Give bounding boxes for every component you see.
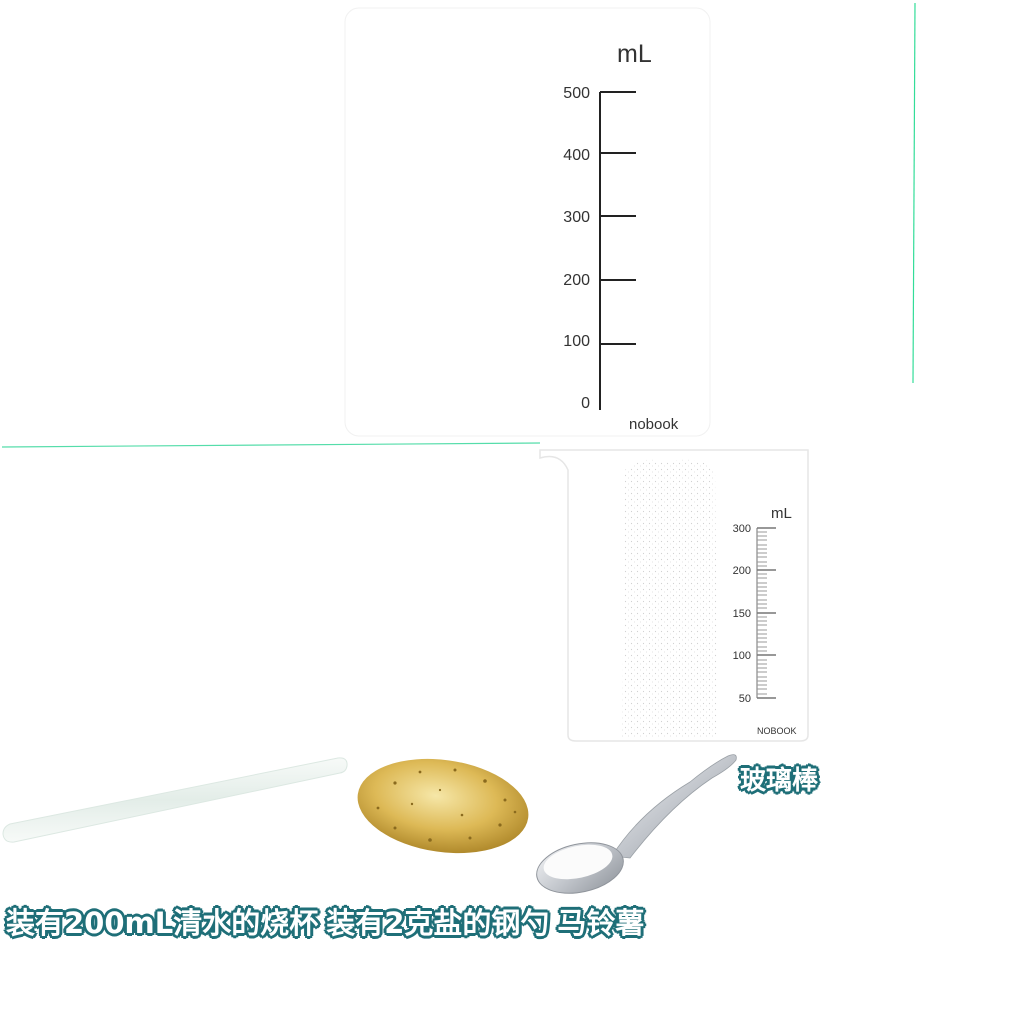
scale-tick-label: 0 — [581, 395, 590, 412]
glass-rod[interactable] — [2, 757, 348, 843]
beaker-tick-label: 300 — [733, 523, 751, 535]
beaker-minor-ticks — [757, 531, 767, 695]
guide-line-vertical — [912, 2, 916, 384]
scale-tick-label: 500 — [563, 85, 590, 102]
scale-unit-label: mL — [617, 40, 652, 68]
equipment-caption: 装有200mL清水的烧杯装有2克盐的钢勺马铃薯 — [6, 900, 644, 942]
potato-spots — [376, 768, 517, 842]
large-scale-panel: mL 500 400 300 200 100 0 nobook — [344, 7, 711, 437]
scale-tick-label: 100 — [563, 333, 590, 350]
beaker-water — [622, 459, 718, 738]
potato[interactable] — [351, 748, 534, 863]
beaker-major-ticks — [757, 527, 776, 699]
scale-tick-label: 200 — [563, 272, 590, 289]
spoon-with-salt[interactable] — [532, 754, 737, 901]
beaker-tick-label: 200 — [733, 565, 751, 577]
beaker-tick-labels: 300 200 150 100 50 — [733, 523, 751, 705]
beaker-unit-label: mL — [771, 505, 792, 522]
scale-panel-background — [344, 7, 711, 437]
scale-tick-labels: 500 400 300 200 100 0 — [563, 85, 590, 412]
beaker-tick-label: 100 — [733, 650, 751, 662]
potato-body — [357, 758, 529, 854]
spoon-caption: 装有2克盐的钢勺 — [326, 906, 550, 940]
spoon-handle — [611, 754, 737, 859]
beaker-brand-logo: NOBOOK — [757, 726, 797, 736]
salt-pile — [543, 844, 613, 880]
beaker-caption: 装有200mL清水的烧杯 — [6, 906, 319, 940]
beaker-tick-label: 150 — [733, 608, 751, 620]
beaker-tick-label: 50 — [739, 693, 751, 705]
scale-tick-label: 400 — [563, 147, 590, 164]
scale-tick-label: 300 — [563, 209, 590, 226]
potato-caption: 马铃薯 — [557, 906, 645, 940]
glass-rod-label: 玻璃棒 — [740, 766, 819, 796]
scale-ticks — [600, 91, 636, 345]
guide-lines — [1, 2, 916, 448]
scale-brand-logo: nobook — [629, 416, 679, 433]
beaker[interactable]: mL — [539, 449, 809, 742]
guide-line-horizontal — [1, 442, 541, 448]
